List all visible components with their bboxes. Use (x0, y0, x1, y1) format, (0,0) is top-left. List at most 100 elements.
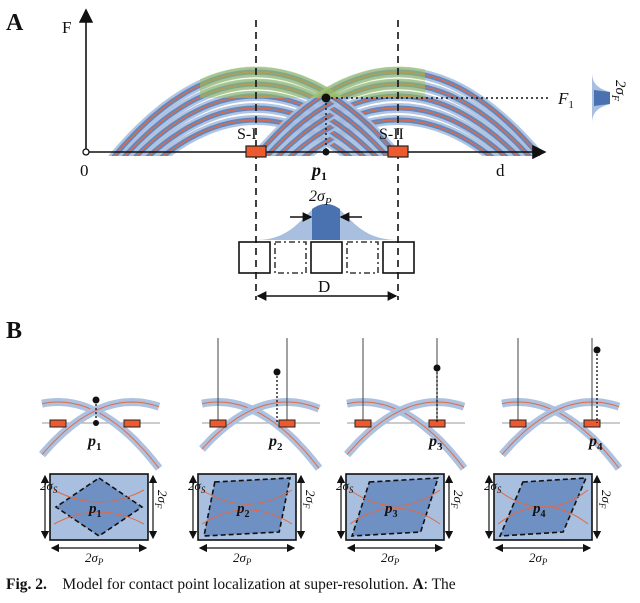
caption-tail: : The (423, 576, 456, 593)
curve-center-line (266, 83, 530, 156)
case-sensor-left (209, 419, 227, 428)
case-curve-line (41, 401, 160, 455)
sensor-right (387, 145, 409, 158)
case-sigma-s-label: 2σS (188, 478, 206, 495)
sensor-right-label: S-II (379, 126, 404, 143)
case-point-label: p4 (587, 433, 603, 453)
case-box-point-label: p3 (383, 501, 398, 520)
case-point-label: p1 (86, 433, 102, 453)
figure-caption: Fig. 2. Model for contact point localiza… (6, 575, 636, 595)
case-point-letter: p (267, 433, 277, 450)
case-sigma-f-label-base: 2σ (451, 490, 466, 504)
case-sigma-s-label-subscript: S (201, 485, 206, 495)
case-point-subscript: 3 (437, 441, 443, 453)
case-intersection-point (273, 368, 281, 376)
position-distribution-core (312, 204, 340, 240)
case-curve-line (346, 401, 465, 455)
case-inner-curve (53, 511, 145, 525)
case-box-point-subscript: 4 (541, 509, 546, 520)
case-curve-line (501, 401, 620, 455)
case-box-point-subscript: 1 (97, 509, 102, 520)
case-sigma-s-label-base: 2σ (484, 478, 498, 493)
case-sigma-s-label-subscript: S (53, 485, 58, 495)
case-sigma-p-label-subscript: P (393, 557, 400, 567)
case-overlap-region (352, 478, 438, 536)
case-point-letter: p (427, 433, 437, 450)
case-sigma-s-label-base: 2σ (40, 478, 54, 493)
case-sigma-f-label-base: 2σ (155, 490, 170, 504)
case-sigma-s-label-subscript: S (497, 485, 502, 495)
case-sigma-p-label: 2σP (85, 550, 104, 567)
case-curve-line (201, 401, 320, 469)
sensor-left (245, 145, 267, 158)
case-sigma-s-label: 2σS (484, 478, 502, 495)
case-sigma-f-label: 2σF (153, 490, 170, 509)
case-sigma-f-label-subscript: F (597, 502, 607, 509)
force-distribution-core (594, 90, 610, 106)
position-sigma-label: 2σP (309, 188, 332, 208)
case-box-point-letter: p (235, 501, 245, 517)
case-point-subscript: 4 (597, 441, 603, 453)
y-axis-label: F (62, 18, 71, 37)
case-sigma-f-label: 2σF (301, 490, 318, 509)
taxel-box-1 (238, 241, 271, 274)
case-point-letter: p (587, 433, 597, 450)
intersection-point (321, 93, 331, 103)
case-box-point-subscript: 2 (245, 509, 250, 520)
case-sigma-p-label-subscript: P (245, 557, 252, 567)
origin-marker (82, 148, 90, 156)
curve-center-line (290, 107, 506, 156)
case-sigma-f-label: 2σF (597, 490, 614, 509)
distance-label: D (318, 277, 330, 296)
taxel-box-3 (310, 241, 343, 274)
case-curve-line (41, 401, 160, 469)
panel-a-curves (108, 66, 540, 156)
case-sigma-p-label: 2σP (381, 550, 400, 567)
case-sigma-f-label-base: 2σ (303, 490, 318, 504)
case-sensor-left (49, 419, 67, 428)
case-sigma-p-label: 2σP (529, 550, 548, 567)
case-box-point-label: p2 (235, 501, 250, 520)
case-sigma-f-label: 2σF (449, 490, 466, 509)
case-inner-curve (201, 489, 293, 505)
case-sigma-s-label-subscript: S (349, 485, 354, 495)
case-sigma-s-label: 2σS (336, 478, 354, 495)
case-sigma-p-label: 2σP (233, 550, 252, 567)
case-intersection-point (433, 364, 441, 372)
case-curve-line (501, 401, 620, 469)
case-sigma-p-label-base: 2σ (381, 550, 395, 565)
case-box-point-letter: p (87, 501, 97, 517)
case-sigma-p-label-subscript: P (541, 557, 548, 567)
case-point-label: p3 (427, 433, 443, 453)
case-contact-marker (93, 420, 99, 426)
curve-center-line (277, 95, 519, 156)
case-point-label: p2 (267, 433, 283, 453)
case-sigma-f-label-subscript: F (449, 502, 459, 509)
taxel-box-4 (346, 241, 379, 274)
curve-overlap (309, 66, 425, 98)
case-sigma-p-label-subscript: P (97, 557, 104, 567)
case-sensor-left (509, 419, 527, 428)
case-sigma-p-label-base: 2σ (85, 550, 99, 565)
case-sigma-s-label-base: 2σ (336, 478, 350, 493)
case-point-subscript: 2 (277, 441, 283, 453)
case-sensor-right (123, 419, 141, 428)
case-sigma-f-label-subscript: F (153, 502, 163, 509)
case-sensor-right (278, 419, 296, 428)
taxel-box-5 (382, 241, 415, 274)
case-inner-curve (349, 507, 441, 525)
caption-text: Model for contact point localization at … (62, 576, 409, 593)
case-point-subscript: 1 (96, 441, 102, 453)
case-sigma-s-label-base: 2σ (188, 478, 202, 493)
case-point-letter: p (86, 433, 96, 450)
case-curve-line (346, 401, 465, 469)
sensor-left-label: S-I (237, 126, 257, 143)
panel-b-letter: B (6, 318, 22, 344)
